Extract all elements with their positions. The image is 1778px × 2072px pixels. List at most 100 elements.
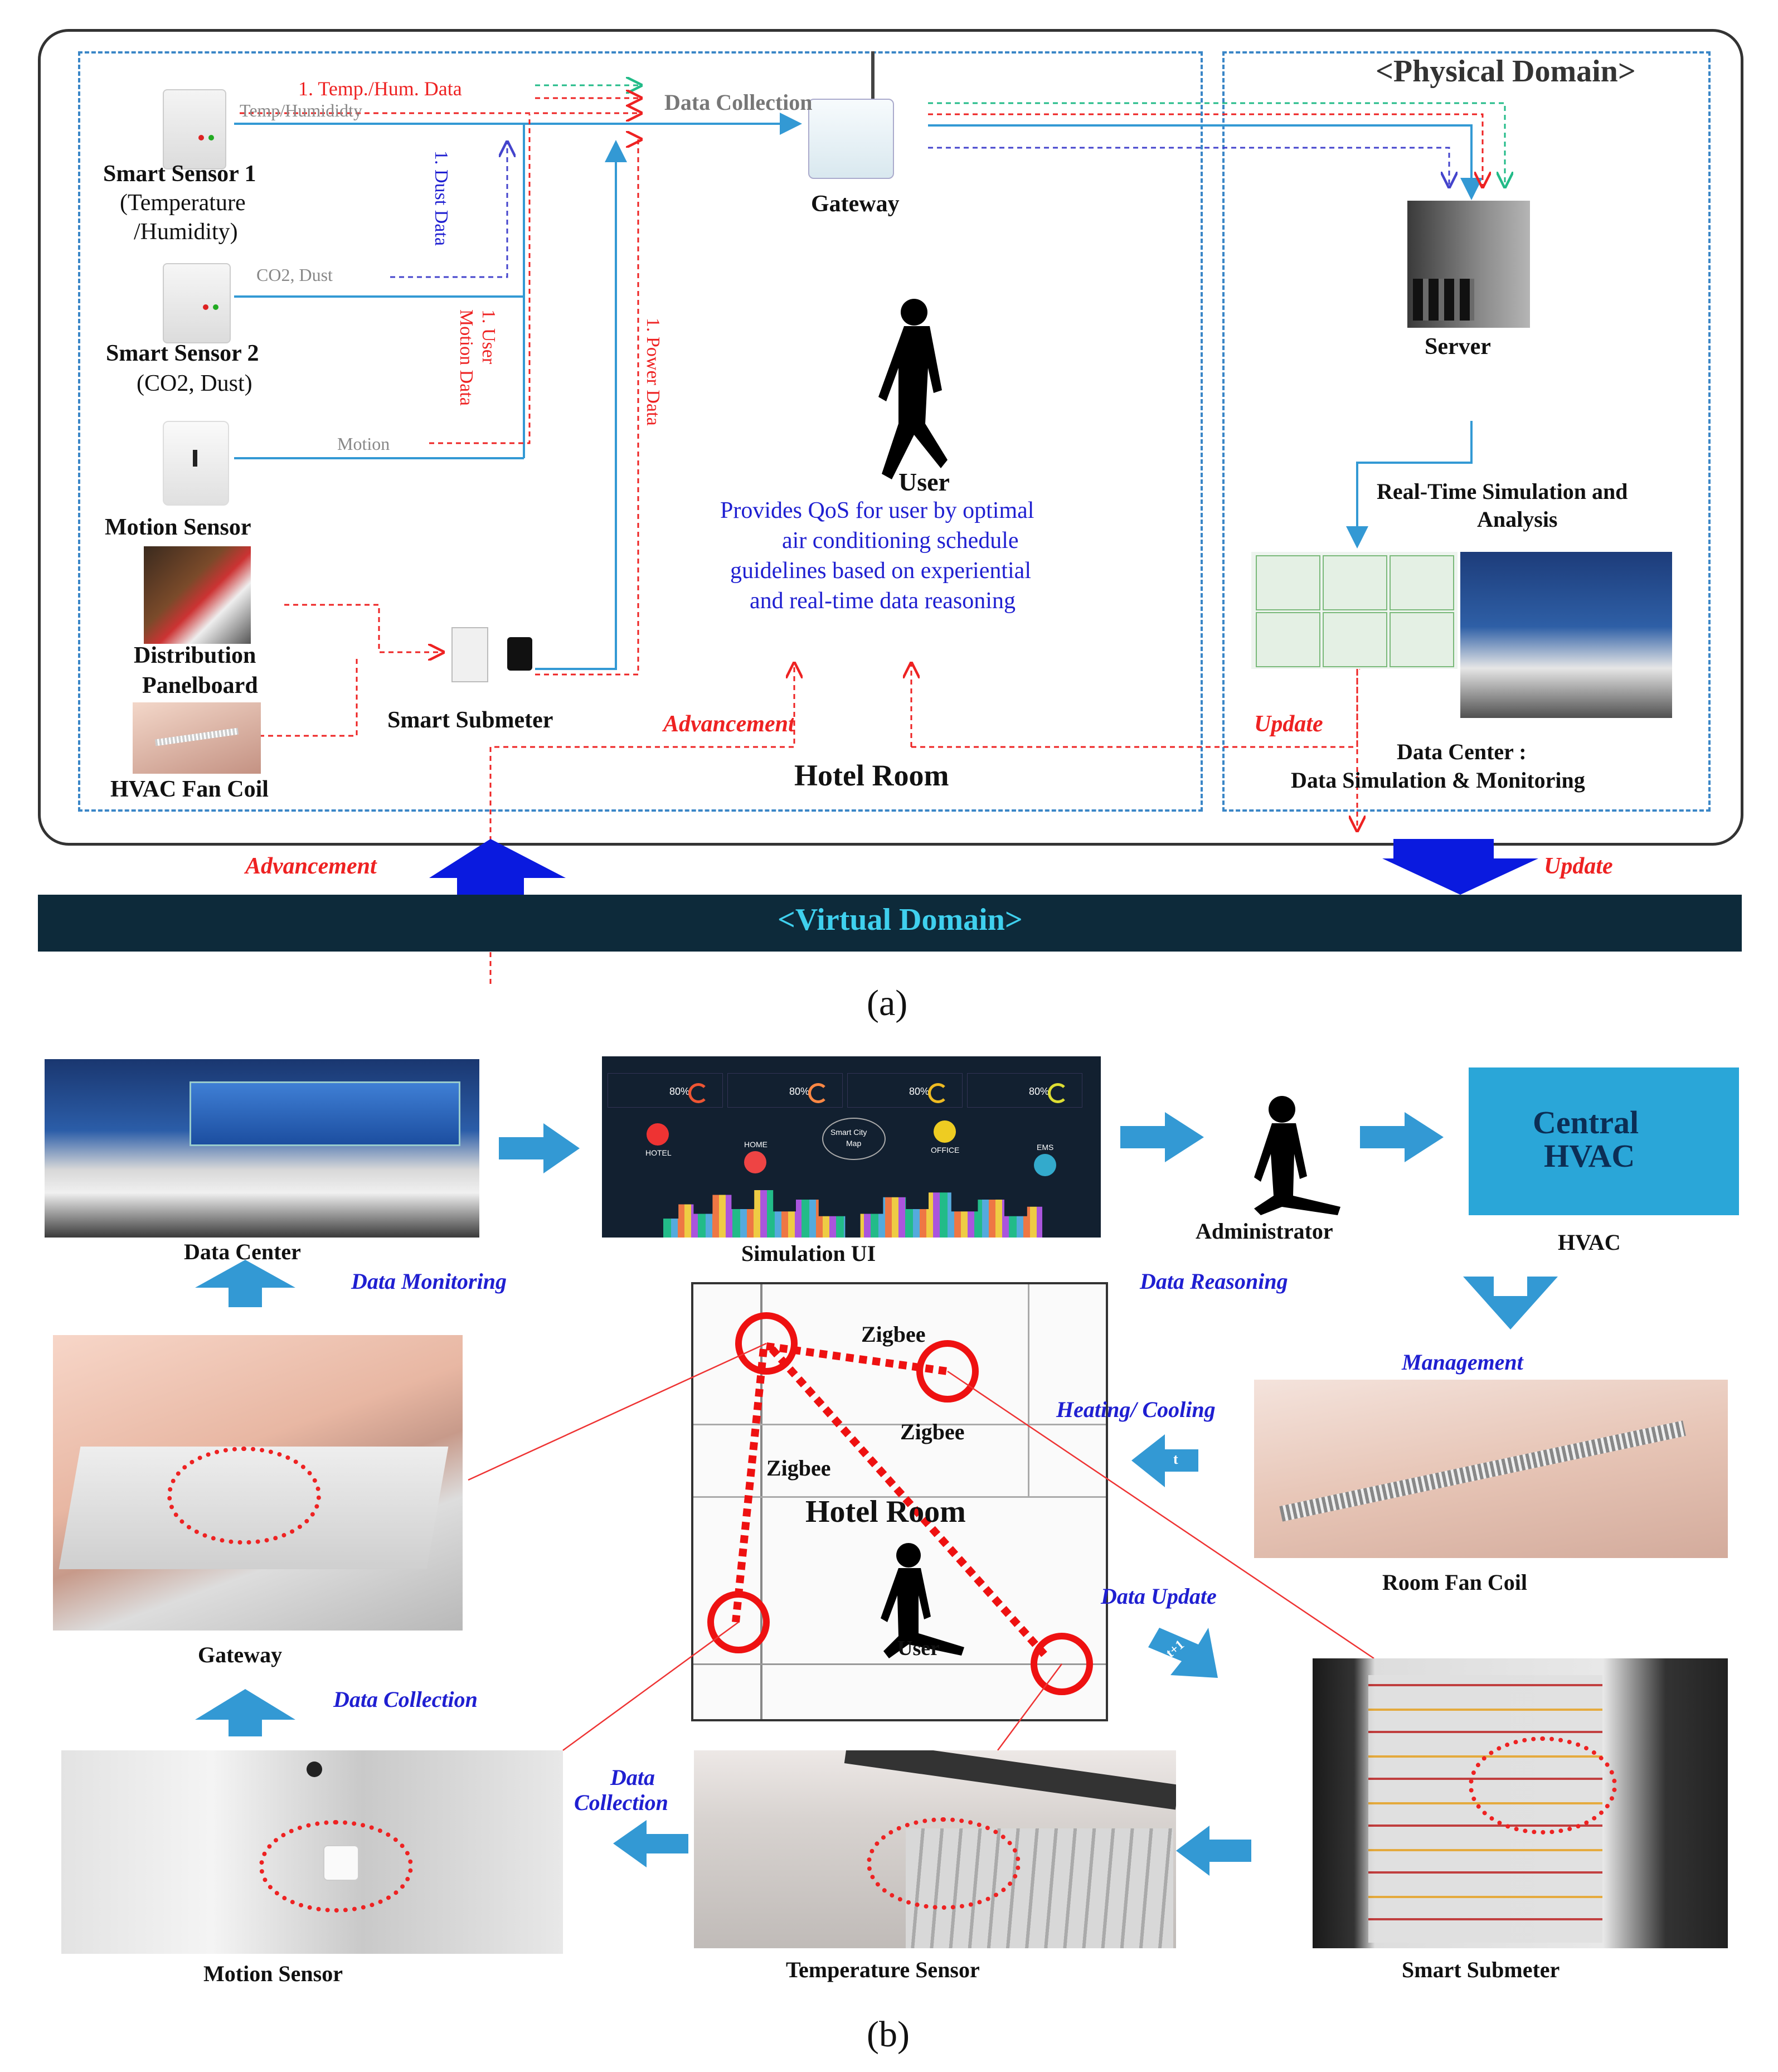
simulation-ui-label: Simulation UI — [741, 1241, 876, 1266]
dashboard-screens-image — [1251, 552, 1458, 669]
temp-hum-data-label: 1. Temp./Hum. Data — [298, 77, 462, 100]
ui-map-label-2: Map — [846, 1139, 862, 1148]
user-desc-4: and real-time data reasoning — [750, 588, 1016, 614]
caption-a: (a) — [867, 983, 908, 1023]
motion-label: Motion — [337, 434, 390, 454]
distribution-panel-label-1: Distribution — [134, 643, 256, 668]
update-label-inner: Update — [1254, 711, 1323, 737]
data-collection-label-b: Data Collection — [333, 1687, 478, 1712]
power-data-label: 1. Power Data — [643, 318, 663, 426]
distribution-panel-label-2: Panelboard — [142, 673, 258, 698]
hotel-room-box — [78, 51, 1203, 812]
data-center-box — [1222, 51, 1711, 812]
hotel-room-label-a: Hotel Room — [794, 759, 949, 792]
gateway-label-b: Gateway — [198, 1642, 283, 1667]
ui-stat-1: 80% — [608, 1073, 723, 1108]
dust-data-label: 1. Dust Data — [431, 151, 451, 246]
data-center-label-1: Data Center : — [1397, 739, 1527, 764]
gateway-label: Gateway — [811, 191, 900, 217]
zigbee-label-1: Zigbee — [861, 1322, 926, 1347]
motion-sensor-label-b: Motion Sensor — [203, 1961, 343, 1986]
user-desc-1: Provides QoS for user by optimal — [720, 498, 1034, 523]
virtual-domain-bar — [38, 895, 1742, 952]
ui-map-label-1: Smart City — [830, 1128, 867, 1137]
data-collection-label-2a: Data — [610, 1765, 655, 1790]
data-monitoring-label: Data Monitoring — [351, 1269, 507, 1294]
server-label: Server — [1425, 334, 1491, 360]
data-center-label: Data Center — [184, 1239, 301, 1264]
user-motion-data-label-2: Motion Data — [456, 309, 477, 406]
central-hvac-label-1: Central — [1533, 1104, 1639, 1141]
ui-icon-hotel: HOTEL — [645, 1148, 672, 1157]
update-label-outer: Update — [1544, 853, 1613, 879]
ui-stat-4: 80% — [967, 1073, 1082, 1108]
user-label-a: User — [898, 468, 950, 496]
gateway-image — [800, 51, 928, 179]
motion-sensor-label: Motion Sensor — [105, 515, 251, 540]
management-label: Management — [1402, 1350, 1523, 1375]
ui-icon-home: HOME — [744, 1140, 767, 1149]
hotel-room-label-b: Hotel Room — [805, 1494, 966, 1529]
smart-submeter-image — [451, 627, 535, 683]
data-center-photo — [45, 1059, 479, 1238]
smart-sensor-1-sub2: /Humidity) — [134, 219, 238, 245]
smart-sensor-1-title: Smart Sensor 1 — [103, 161, 256, 187]
motion-sensor-highlight — [259, 1820, 413, 1913]
physical-frame — [38, 29, 1743, 846]
hvac-fan-coil-label: HVAC Fan Coil — [110, 777, 269, 802]
temperature-sensor-label: Temperature Sensor — [786, 1957, 980, 1982]
zigbee-label-3: Zigbee — [766, 1455, 831, 1481]
administrator-label: Administrator — [1196, 1219, 1333, 1244]
motion-sensor-photo — [61, 1750, 563, 1954]
hvac-label: HVAC — [1558, 1230, 1621, 1255]
smart-submeter-label: Smart Submeter — [387, 707, 553, 733]
data-collection-label: Data Collection — [664, 90, 813, 115]
t-label: t — [1173, 1451, 1178, 1467]
virtual-domain-label: <Virtual Domain> — [778, 902, 1023, 937]
smart-sensor-1-image — [163, 89, 226, 169]
ui-icon-office: OFFICE — [931, 1146, 960, 1154]
temp-humidity-label: Temp/Humididty — [240, 100, 362, 120]
advancement-label-outer: Advancement — [245, 853, 377, 879]
data-collection-label-2b: Collection — [574, 1790, 668, 1815]
user-desc-3: guidelines based on experiential — [730, 558, 1031, 584]
room-fan-coil-photo — [1254, 1380, 1728, 1558]
central-hvac-box: Central HVAC — [1469, 1067, 1739, 1215]
user-desc-2: air conditioning schedule — [782, 528, 1019, 554]
central-hvac-label-2: HVAC — [1544, 1138, 1635, 1174]
real-time-sim-label-1: Real-Time Simulation and — [1377, 479, 1628, 504]
gateway-highlight — [167, 1447, 321, 1545]
advancement-label-inner: Advancement — [663, 711, 795, 737]
real-time-sim-label-2: Analysis — [1477, 507, 1558, 532]
smart-sensor-1-sub1: (Temperature — [120, 190, 246, 216]
gateway-photo — [53, 1335, 463, 1631]
data-update-label: Data Update — [1101, 1584, 1217, 1609]
smart-submeter-highlight — [1469, 1736, 1617, 1835]
hvac-fan-coil-image — [133, 702, 261, 774]
smart-sensor-2-sub: (CO2, Dust) — [137, 371, 252, 396]
physical-domain-label: <Physical Domain> — [1376, 54, 1636, 89]
smart-sensor-2-image — [163, 263, 231, 343]
room-fan-coil-label: Room Fan Coil — [1382, 1570, 1527, 1595]
ui-stat-3: 80% — [847, 1073, 963, 1108]
data-center-label-2: Data Simulation & Monitoring — [1291, 768, 1585, 793]
data-reasoning-label: Data Reasoning — [1140, 1269, 1288, 1294]
user-label-b: User — [897, 1637, 940, 1660]
distribution-panel-image — [144, 546, 251, 644]
smart-submeter-label-b: Smart Submeter — [1402, 1957, 1560, 1982]
simulation-ui-image: 80% 80% 80% 80% HOTEL HOME OFFICE EMS Sm… — [602, 1056, 1101, 1238]
smart-sensor-2-title: Smart Sensor 2 — [106, 341, 259, 366]
ui-icon-ems: EMS — [1037, 1143, 1054, 1152]
server-image — [1407, 201, 1530, 328]
data-center-photo-a — [1460, 552, 1672, 718]
caption-b: (b) — [867, 2014, 910, 2055]
temperature-sensor-highlight — [867, 1817, 1021, 1910]
heating-cooling-label: Heating/ Cooling — [1056, 1397, 1216, 1422]
zigbee-label-2: Zigbee — [900, 1419, 965, 1444]
co2-dust-label: CO2, Dust — [256, 265, 333, 285]
temperature-sensor-photo — [694, 1750, 1176, 1948]
user-motion-data-label-1: 1. User — [478, 309, 499, 365]
ui-stat-2: 80% — [727, 1073, 843, 1108]
smart-submeter-photo — [1313, 1658, 1728, 1948]
